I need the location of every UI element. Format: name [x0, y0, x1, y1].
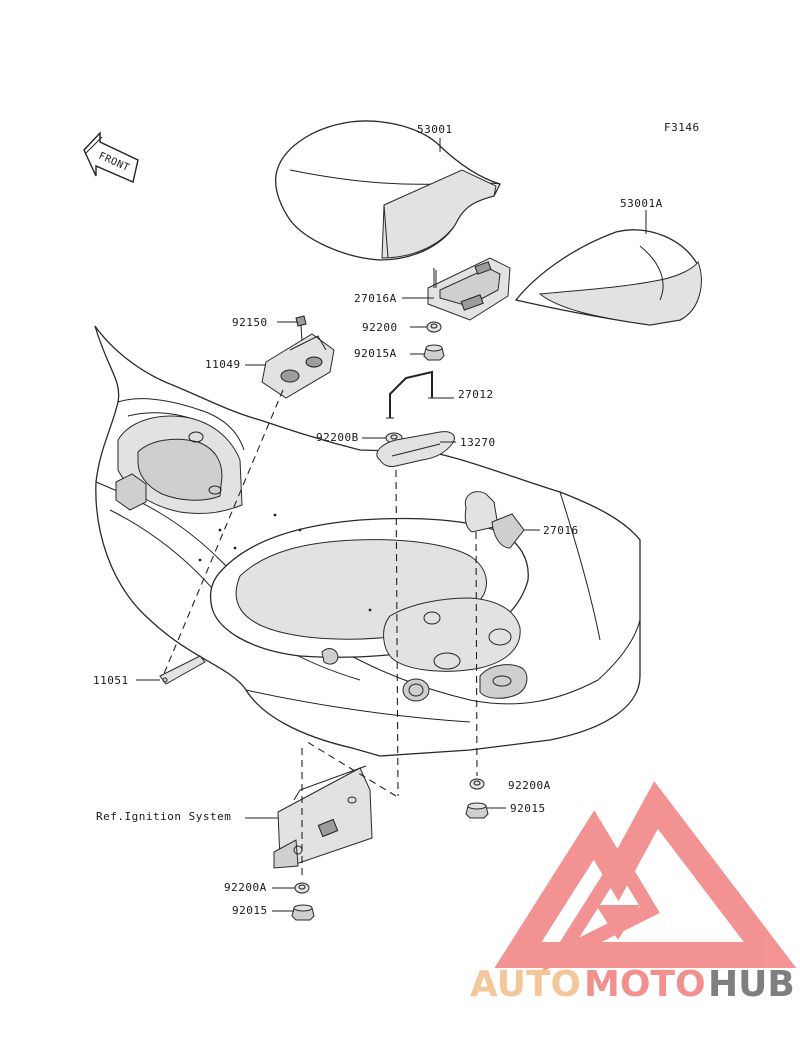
- nut-92015A: [423, 344, 445, 361]
- bracket-11049: [261, 333, 335, 399]
- washer-92200: [426, 321, 442, 333]
- rear-seat: [514, 229, 702, 326]
- watermark-logo: [494, 781, 797, 973]
- label-11049: 11049: [205, 358, 241, 371]
- bolt-92150: [295, 315, 307, 343]
- watermark-text-moto: MOTO: [584, 964, 706, 1005]
- label-27016A: 27016A: [354, 292, 397, 305]
- ignition-bracket: [273, 765, 373, 869]
- seat-lock-27016A: [427, 257, 511, 321]
- nut-92015-center: [465, 802, 489, 819]
- label-92015A: 92015A: [354, 347, 397, 360]
- striker-27016: [464, 491, 525, 549]
- label-92015-lower: 92015: [232, 904, 268, 917]
- nut-92015-lower: [291, 904, 315, 921]
- label-92200B: 92200B: [316, 431, 359, 444]
- label-11051: 11051: [93, 674, 129, 687]
- label-92150: 92150: [232, 316, 268, 329]
- label-92200A-center: 92200A: [508, 779, 551, 792]
- front-arrow-icon: FRONT: [83, 131, 139, 183]
- watermark-text-hub: HUB: [708, 964, 795, 1005]
- figure-code: F3146: [664, 121, 700, 134]
- label-27016: 27016: [543, 524, 579, 537]
- front-seat: [274, 120, 501, 261]
- strap-11051: [159, 655, 206, 685]
- label-53001A: 53001A: [620, 197, 663, 210]
- label-13270: 13270: [460, 436, 496, 449]
- label-92200A-lower: 92200A: [224, 881, 267, 894]
- label-53001: 53001: [417, 123, 453, 136]
- label-92015-center: 92015: [510, 802, 546, 815]
- label-27012: 27012: [458, 388, 494, 401]
- assembly-lines: [162, 389, 478, 880]
- hull-deck: [94, 325, 641, 757]
- part-labels: 53001 53001A 27016A 92200 92015A 92150 1…: [93, 123, 663, 917]
- reference-note: Ref.Ignition System: [96, 810, 231, 823]
- washer-92200A-center: [469, 778, 485, 790]
- plate-13270: [376, 431, 455, 467]
- label-92200: 92200: [362, 321, 398, 334]
- leader-lines: [136, 138, 647, 912]
- ubolt-27012: [386, 370, 436, 419]
- watermark-text-auto: AUTO: [470, 964, 581, 1005]
- washer-92200A-lower: [294, 882, 310, 894]
